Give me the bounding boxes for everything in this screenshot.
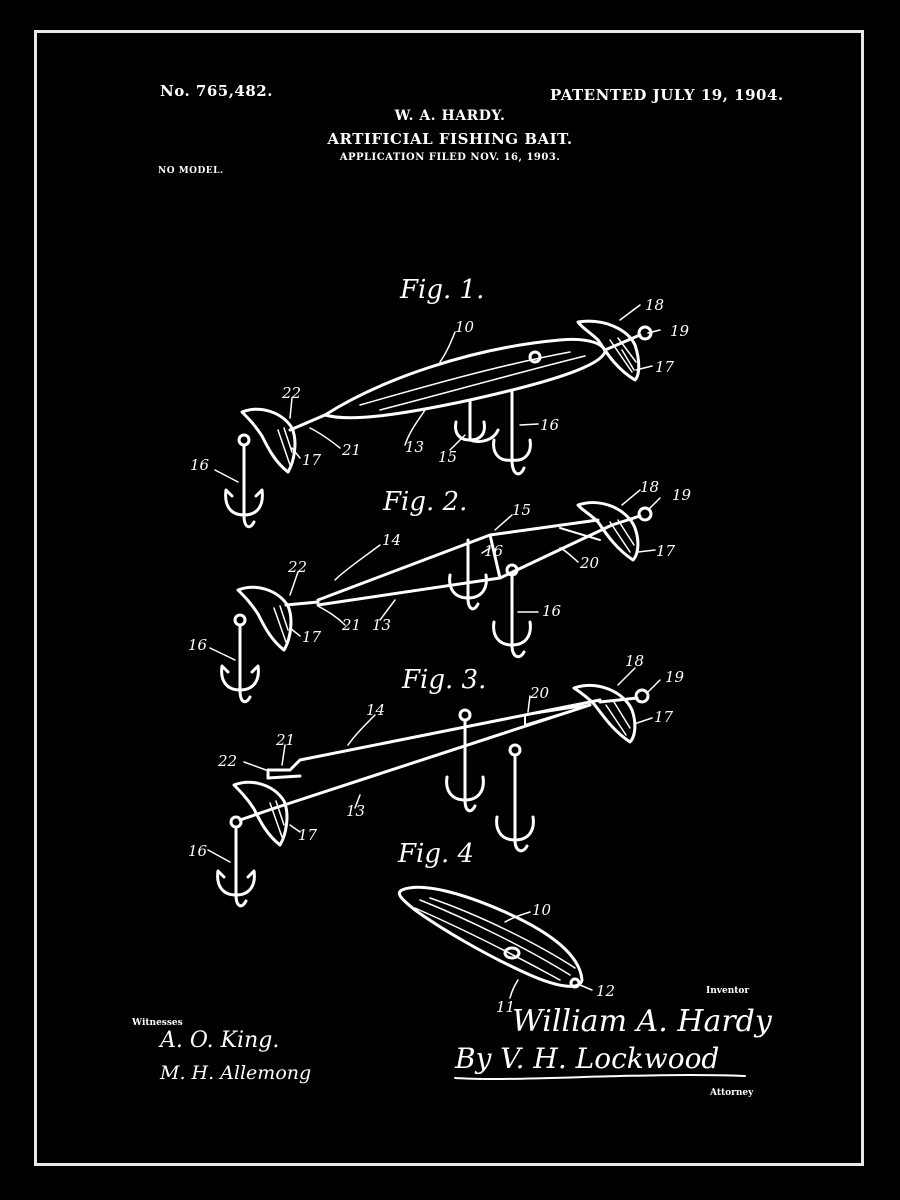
ref: 19	[665, 668, 685, 686]
ref: 16	[540, 416, 560, 434]
ref: 12	[596, 982, 615, 1000]
ref: 21	[341, 616, 361, 634]
fig1-middle-hooks	[454, 390, 532, 476]
fig2-lower-wire	[316, 523, 614, 607]
ref: 21	[275, 731, 295, 749]
ref: 16	[188, 636, 208, 654]
ref: 17	[654, 708, 674, 726]
ref: 13	[372, 616, 391, 634]
figure-2-label: Fig. 2.	[382, 487, 467, 517]
model-note: NO MODEL.	[158, 166, 224, 176]
ref: 18	[625, 652, 644, 670]
figure-2: Fig. 2.	[188, 478, 692, 704]
ref: 21	[341, 441, 361, 459]
attorney-signature: By V. H. Lockwood	[455, 1042, 720, 1075]
ref: 15	[438, 448, 457, 466]
ref: 17	[302, 451, 322, 469]
ref: 16	[190, 456, 210, 474]
ref: 18	[645, 296, 664, 314]
ref: 11	[496, 998, 515, 1016]
ref: 22	[217, 752, 237, 770]
ref: 13	[405, 438, 424, 456]
fig1-rear-hook	[224, 433, 264, 529]
figure-4-label: Fig. 4	[397, 839, 474, 869]
ref: 19	[672, 486, 692, 504]
ref: 10	[532, 901, 552, 919]
patent-number: No. 765,482.	[160, 82, 273, 100]
attorney-label: Attorney	[710, 1088, 754, 1098]
patent-date: PATENTED JULY 19, 1904.	[550, 86, 784, 104]
fig1-rear-propeller	[240, 407, 297, 474]
ref: 16	[188, 842, 208, 860]
fig3-upper-wire	[266, 698, 602, 772]
ref: 18	[640, 478, 659, 496]
page-frame	[34, 30, 864, 1166]
figure-3: Fig. 3.	[188, 652, 685, 908]
figure-3-label: Fig. 3.	[401, 665, 486, 695]
figure-1: Fig. 1.	[190, 275, 690, 529]
ref: 20	[579, 554, 600, 572]
inventor-name: W. A. HARDY.	[394, 108, 506, 124]
witnesses-label: Witnesses	[132, 1018, 183, 1028]
figure-1-label: Fig. 1.	[399, 275, 484, 305]
patent-title: ARTIFICIAL FISHING BAIT.	[327, 130, 573, 148]
ref: 17	[655, 358, 675, 376]
ref: 20	[529, 684, 550, 702]
ref: 15	[512, 501, 531, 519]
ref: 14	[382, 531, 401, 549]
ref: 17	[656, 542, 676, 560]
fig1-front-propeller	[576, 319, 641, 382]
signature-flourish	[454, 1074, 746, 1080]
witness-2-signature: M. H. Allemong	[160, 1062, 312, 1084]
inventor-label: Inventor	[706, 986, 750, 996]
witness-1-signature: A. O. King.	[160, 1028, 280, 1053]
ref: 14	[366, 701, 385, 719]
ref: 19	[670, 322, 690, 340]
ref: 17	[298, 826, 318, 844]
application-filed: APPLICATION FILED NOV. 16, 1903.	[339, 152, 561, 163]
fig1-bait-body	[323, 337, 607, 420]
ref: 10	[455, 318, 475, 336]
inventor-signature: William A. Hardy	[512, 1004, 772, 1039]
ref: 13	[346, 802, 365, 820]
ref: 16	[484, 542, 504, 560]
figure-4: Fig. 4 10 11 12	[397, 839, 615, 1016]
ref: 16	[542, 602, 562, 620]
ref: 22	[281, 384, 301, 402]
ref: 22	[287, 558, 307, 576]
ref: 17	[302, 628, 322, 646]
